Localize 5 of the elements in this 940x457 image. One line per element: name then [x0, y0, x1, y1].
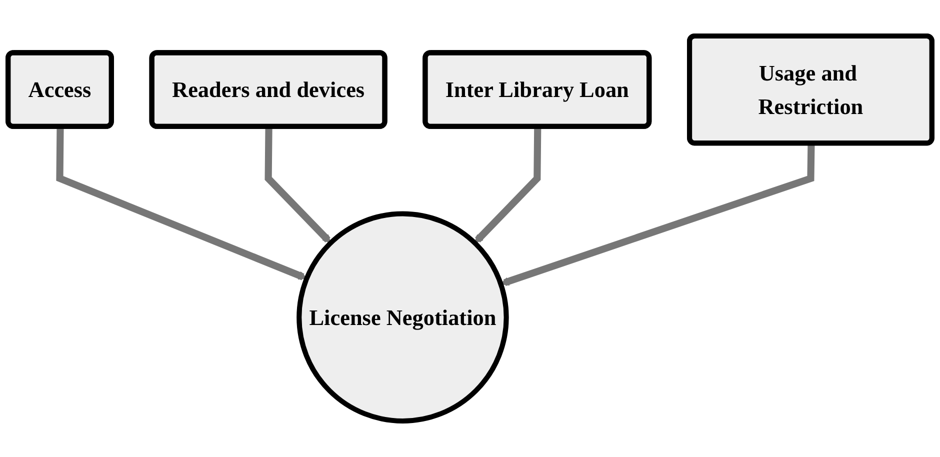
arrow: [264, 126, 332, 244]
arrow: [56, 126, 308, 280]
arrow: [500, 144, 815, 286]
node-circle: License Negotiation: [296, 211, 509, 424]
arrow: [474, 126, 542, 244]
